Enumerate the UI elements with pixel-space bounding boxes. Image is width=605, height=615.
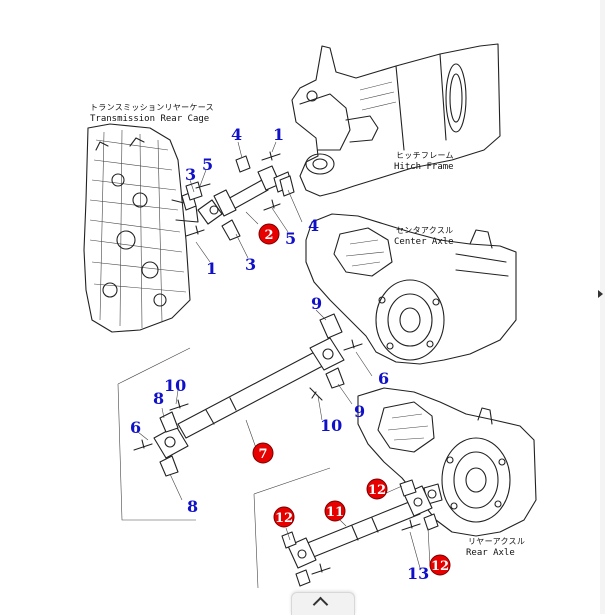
callout-number[interactable]: 4 [308, 216, 319, 235]
badge-label: 12 [368, 483, 386, 498]
badge-part[interactable]: 12 [273, 506, 295, 528]
callout-number[interactable]: 3 [245, 255, 256, 274]
callout-number[interactable]: 3 [185, 165, 196, 184]
callout-number[interactable]: 4 [231, 125, 242, 144]
transmission-label-jp: トランスミッションリヤーケース [90, 103, 214, 112]
hitch-frame-drawing [291, 43, 501, 197]
callout-number[interactable]: 1 [273, 125, 284, 144]
callout-number[interactable]: 1 [206, 259, 217, 278]
rear-axle-label-en: Rear Axle [466, 548, 515, 558]
rear-drive-shaft-drawing [281, 479, 439, 587]
callout-number[interactable]: 8 [187, 497, 198, 516]
callout-number[interactable]: 10 [320, 416, 342, 435]
transmission-label-en: Transmission Rear Cage [90, 114, 209, 124]
hitch-label-en: Hitch Frame [394, 162, 454, 172]
badge-part[interactable]: 12 [429, 554, 451, 576]
badge-part[interactable]: 11 [324, 500, 346, 522]
badge-label: 12 [431, 559, 449, 574]
chevron-up-icon [312, 596, 329, 613]
callout-number[interactable]: 9 [354, 402, 365, 421]
center-axle-drawing [305, 213, 517, 365]
front-drive-shaft-drawing [181, 151, 295, 241]
callout-number[interactable]: 5 [202, 155, 213, 174]
badge-label: 12 [275, 511, 293, 526]
rear-axle-drawing [357, 387, 537, 537]
callout-number[interactable]: 13 [407, 564, 429, 583]
center-drive-shaft-drawing [133, 313, 363, 477]
badge-label: 7 [258, 447, 267, 462]
callout-number[interactable]: 6 [130, 418, 141, 437]
center-axle-label-en: Center Axle [394, 237, 454, 247]
leader-lines [137, 141, 431, 569]
badge-label: 2 [264, 228, 273, 243]
center-axle-label-jp: センタアクスル [396, 226, 453, 235]
transmission-rear-cage-drawing [83, 123, 199, 333]
group-frame-middle [117, 347, 196, 521]
badge-part[interactable]: 12 [366, 478, 388, 500]
callout-number[interactable]: 8 [153, 389, 164, 408]
group-frame-bottom [253, 467, 331, 589]
hitch-label-jp: ヒッチフレーム [396, 151, 454, 160]
callout-number[interactable]: 6 [378, 369, 389, 388]
callout-number[interactable]: 10 [164, 376, 186, 395]
right-edge-bar [600, 0, 605, 614]
callout-number[interactable]: 5 [285, 229, 296, 248]
scroll-up-button[interactable] [291, 592, 355, 615]
badge-part[interactable]: 2 [258, 223, 280, 245]
badge-label: 11 [326, 505, 344, 520]
chevron-right-icon[interactable] [598, 290, 603, 298]
rear-axle-label-jp: リヤーアクスル [468, 537, 525, 546]
callout-number[interactable]: 9 [311, 294, 322, 313]
badge-part[interactable]: 7 [252, 442, 274, 464]
